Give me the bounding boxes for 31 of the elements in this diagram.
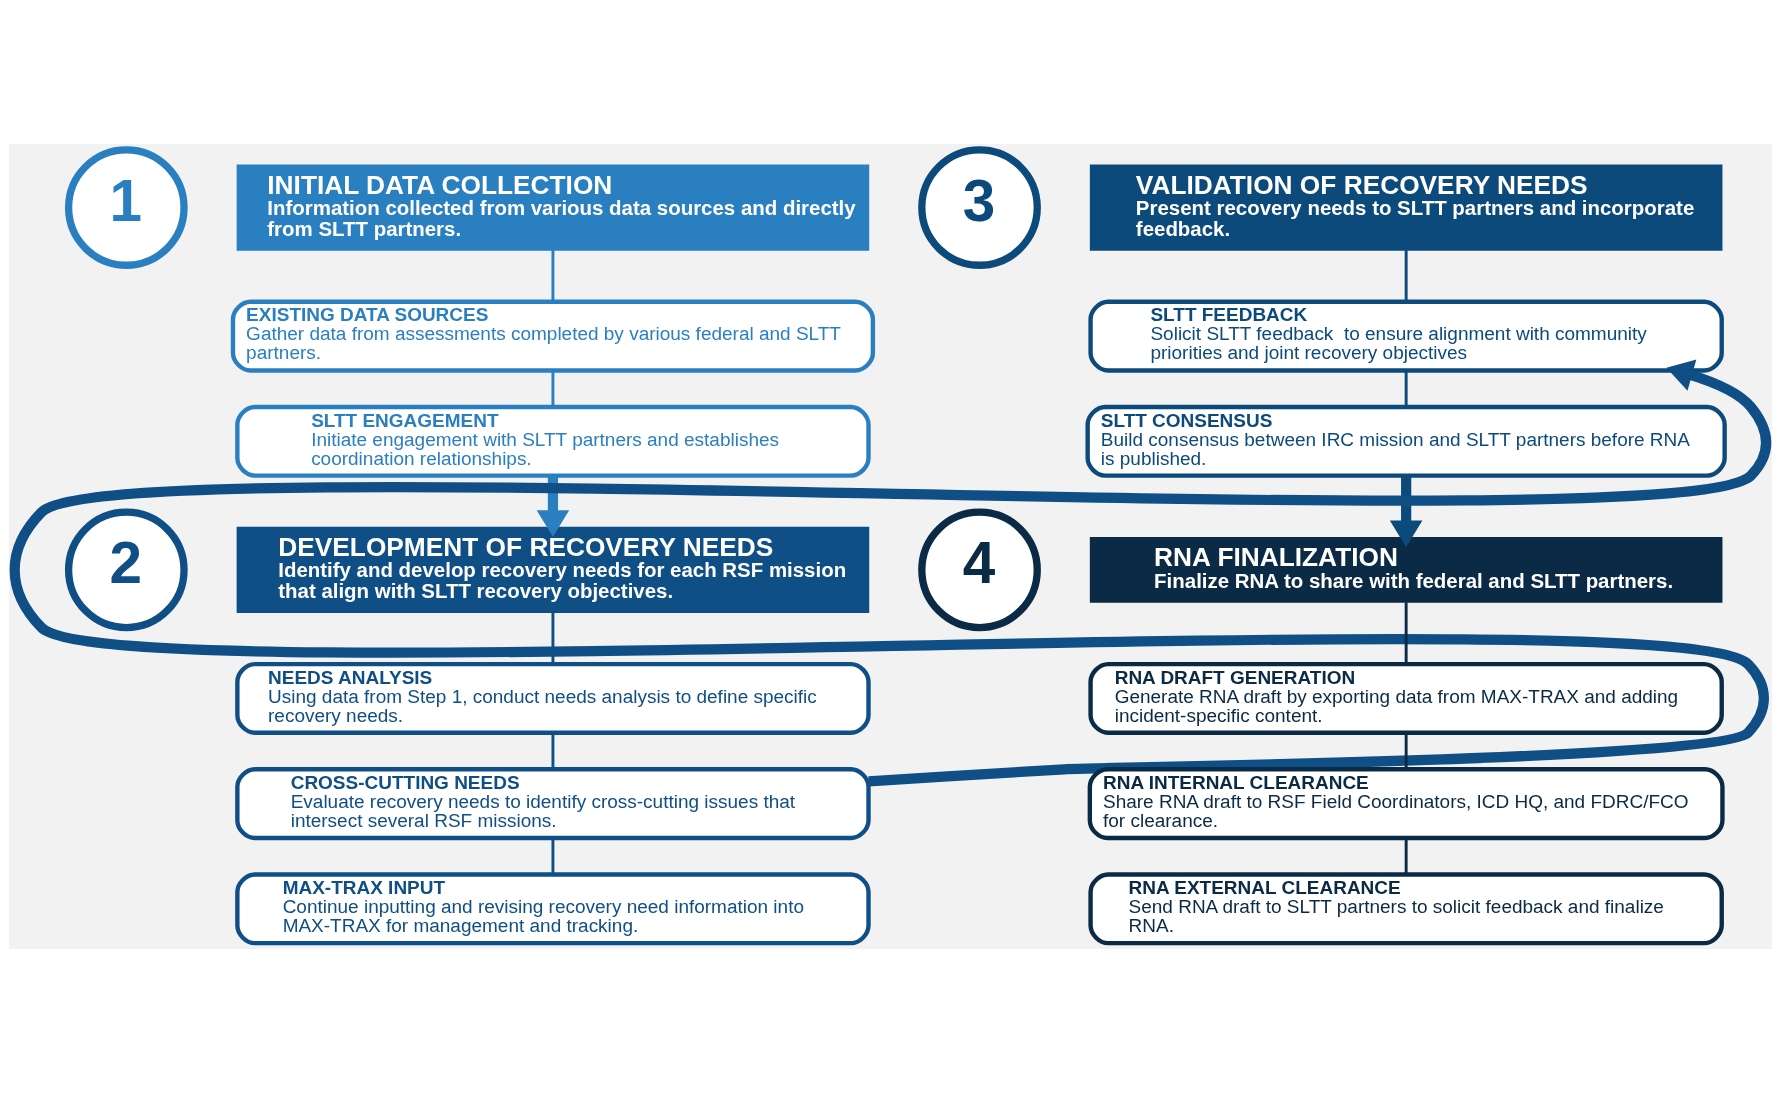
- connector: [1404, 250, 1408, 302]
- node-box: NEEDS ANALYSIS Using data from Step 1, conduct needs analysis to define specific recovery needs.: [235, 661, 871, 735]
- node-box: EXISTING DATA SOURCES Gather data from assessments completed by various federal and SLTT partners.: [230, 299, 876, 373]
- node-circle: 2: [64, 508, 188, 632]
- node-box: MAX-TRAX INPUT Continue inputting and revising recovery need information into MAX-TRAX for management and tracking.: [235, 872, 871, 946]
- node-box: INITIAL DATA COLLECTION Information collected from various data sources and directly from SLTT partners.: [236, 164, 870, 251]
- node-circle: 4: [918, 508, 1041, 632]
- connector: [551, 370, 555, 407]
- connector: [551, 250, 555, 302]
- node-box: RNA EXTERNAL CLEARANCE Send RNA draft to SLTT partners to solicit feedback and finalize RNA.: [1088, 872, 1724, 946]
- connector: [1404, 602, 1408, 665]
- arrow: [1389, 475, 1423, 548]
- connector: [551, 612, 555, 665]
- connector: [1404, 370, 1408, 407]
- connector: [1404, 838, 1408, 874]
- node-circle: 1: [64, 146, 188, 269]
- node-box: RNA INTERNAL CLEARANCE Share RNA draft to RSF Field Coordinators, ICD HQ, and FDRC/FCO for clearance.: [1087, 767, 1725, 841]
- connector: [1404, 732, 1408, 769]
- node-box: SLTT FEEDBACK Solicit SLTT feedback to ensure alignment with community priorities and joint recovery objectives: [1088, 299, 1724, 373]
- connector: [551, 732, 555, 769]
- arrow: [11, 359, 1769, 787]
- node-box: VALIDATION OF RECOVERY NEEDS Present recovery needs to SLTT partners and incorporate feedback.: [1089, 164, 1723, 251]
- node-box: SLTT ENGAGEMENT Initiate engagement with SLTT partners and establishes coordination relationships.: [235, 404, 871, 478]
- node-box: RNA FINALIZATION Finalize RNA to share with federal and SLTT partners.: [1089, 537, 1723, 603]
- node-box: CROSS-CUTTING NEEDS Evaluate recovery needs to identify cross-cutting issues that intersect several RSF missions.: [235, 767, 871, 841]
- node-box: DEVELOPMENT OF RECOVERY NEEDS Identify and develop recovery needs for each RSF mission that align with SLTT recovery objectives.: [236, 526, 870, 613]
- node-circle: 3: [918, 146, 1041, 269]
- node-box: RNA DRAFT GENERATION Generate RNA draft by exporting data from MAX-TRAX and adding incident-specific content.: [1088, 661, 1724, 735]
- node-box: SLTT CONSENSUS Build consensus between IRC mission and SLTT partners before RNA is published.: [1085, 404, 1727, 478]
- connector: [551, 838, 555, 874]
- arrow: [536, 475, 570, 537]
